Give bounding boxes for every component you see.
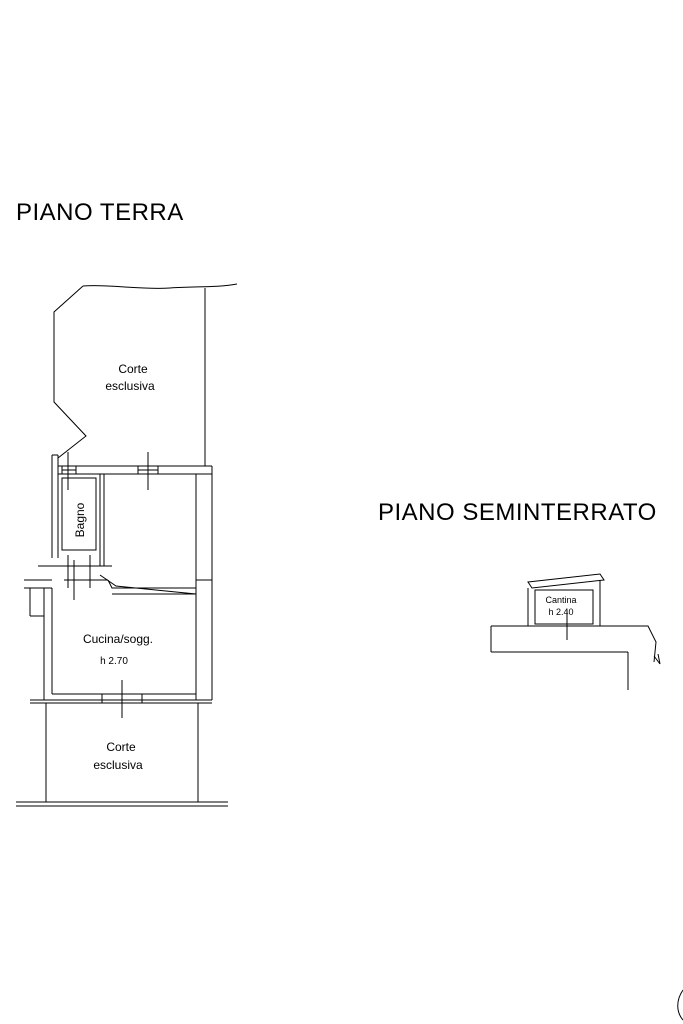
courtyard-left-edge: [53, 285, 87, 459]
cellar-roof: [527, 573, 605, 589]
heading-ground-floor: PIANO TERRA: [16, 199, 184, 226]
kitchen-label: Cucina/sogg.: [83, 632, 153, 646]
bathroom-outline: [61, 477, 97, 551]
cellar-label: Cantina: [545, 595, 576, 605]
basement-plan: [490, 573, 661, 690]
ground-floor-plan: [16, 283, 238, 807]
ground-mark: [653, 653, 661, 665]
courtyard-boundary: [82, 283, 238, 289]
ground-section: [491, 625, 657, 663]
edge-arc: [677, 989, 683, 1021]
bathroom-label: Bagno: [73, 502, 87, 537]
courtyard-top-label-1: Corte: [118, 362, 148, 376]
heading-basement: PIANO SEMINTERRATO: [378, 499, 657, 526]
cellar-height-label: h 2.40: [548, 607, 573, 617]
wall: [99, 574, 197, 595]
kitchen-height-label: h 2.70: [100, 656, 128, 667]
courtyard-top-label-2: esclusiva: [105, 379, 155, 393]
wall: [107, 579, 196, 589]
courtyard-bottom-label-1: Corte: [106, 740, 136, 754]
cellar-outline: [534, 589, 594, 625]
courtyard-bottom-label-2: esclusiva: [93, 758, 143, 772]
